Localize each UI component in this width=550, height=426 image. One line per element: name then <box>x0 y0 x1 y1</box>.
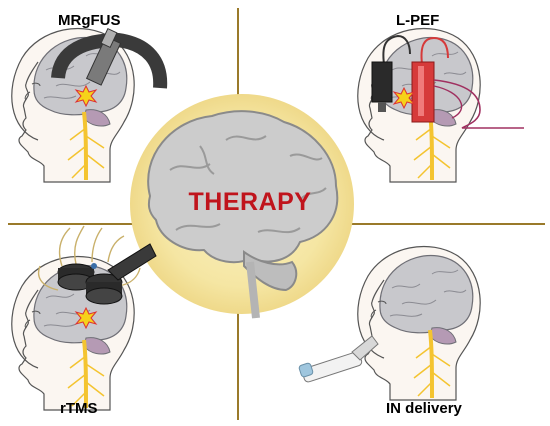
head-profile-icon <box>355 244 483 402</box>
lpef-label: L-PEF <box>396 12 440 29</box>
brain-icon <box>147 110 339 319</box>
in-delivery-illustration <box>298 244 483 402</box>
in-delivery-label: IN delivery <box>386 400 462 417</box>
lpef-illustration <box>355 26 524 185</box>
mrgfus-label: MRgFUS <box>58 12 121 29</box>
mrgfus-illustration <box>9 26 168 185</box>
nasal-inhaler-icon <box>298 335 379 383</box>
rtms-label: rTMS <box>60 400 98 417</box>
rtms-illustration <box>9 225 157 412</box>
ultrasound-transducer-icon <box>51 27 168 89</box>
electrode-icon <box>371 34 524 129</box>
center-title: THERAPY <box>188 188 312 216</box>
magnetic-coil-icon <box>37 225 157 305</box>
